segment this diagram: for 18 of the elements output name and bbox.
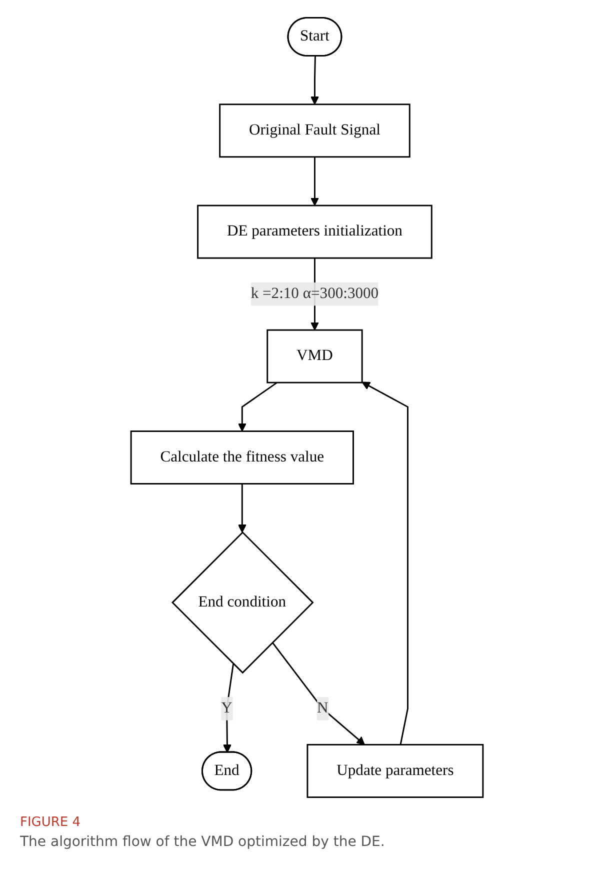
edge-label: N	[317, 700, 328, 716]
arrow	[362, 382, 408, 745]
node-box: VMD	[266, 329, 363, 384]
arrow	[272, 642, 365, 746]
arrow	[238, 484, 246, 533]
node-box: Calculate the fitness value	[130, 430, 354, 484]
edge-label: k =2:10 α=300:3000	[250, 285, 379, 302]
arrow	[222, 664, 234, 753]
node-box: Original Fault Signal	[219, 104, 410, 158]
figure-number: FIGURE 4	[20, 815, 82, 830]
arrow	[310, 56, 319, 105]
node-box: DE parameters initialization	[197, 204, 432, 259]
node-box: Update parameters	[306, 744, 484, 798]
node-diamond: End condition	[171, 531, 314, 674]
caption: The algorithm flow of the VMD optimized by the DE.	[20, 834, 386, 850]
arrow	[238, 382, 278, 432]
arrow	[310, 156, 319, 206]
edge-label: Y	[221, 700, 232, 716]
